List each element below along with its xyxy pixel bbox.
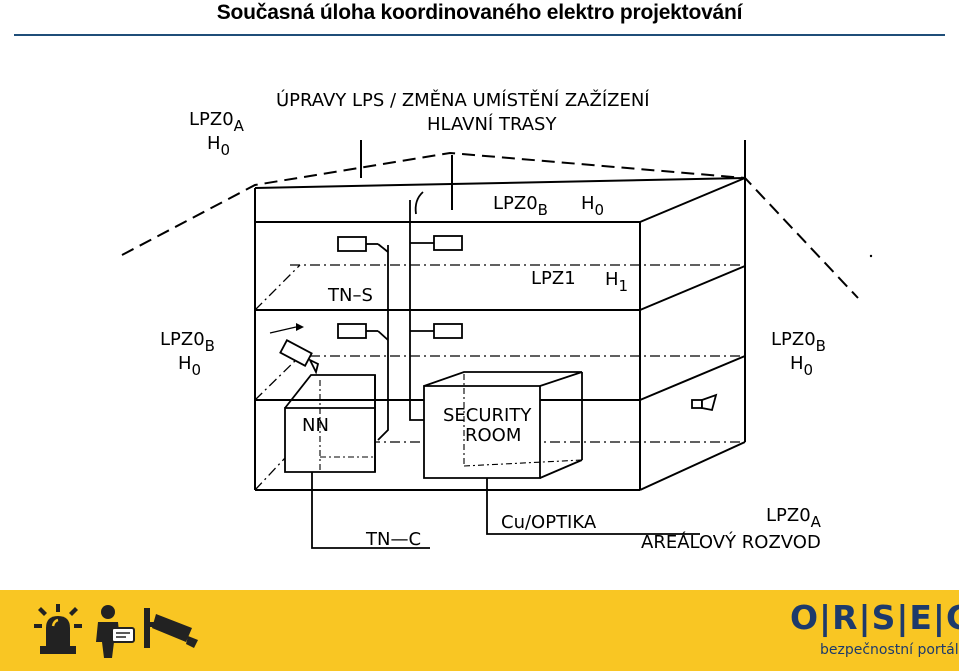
cable-tnc — [311, 472, 430, 549]
riser-cable-left — [377, 245, 389, 441]
footer-bar: O|R|S|E|C bezpečnostní portál — [0, 590, 959, 671]
device-link — [377, 330, 389, 341]
label-arealovy-rozvod: AREÁLOVÝ ROZVOD — [641, 531, 821, 553]
security-camera-right — [691, 393, 718, 412]
security-room-box — [423, 371, 583, 479]
floor1-right — [639, 265, 746, 311]
device-link — [377, 243, 389, 253]
id-card-person-icon — [96, 605, 135, 658]
siren-icon — [34, 604, 82, 654]
roof-right — [639, 177, 746, 223]
lpz1-line-lower-left — [254, 355, 301, 401]
ground-right — [639, 441, 746, 491]
label-header-line2: HLAVNÍ TRASY — [427, 113, 557, 135]
nn-cabinet — [284, 374, 376, 473]
security-camera-icon — [144, 608, 198, 648]
roof-back — [254, 177, 746, 189]
security-camera-left — [269, 323, 320, 375]
label-lpz0b-right: LPZ0B — [771, 329, 826, 355]
building-protection-diagram: LPZ0A H0 ÚPRAVY LPS / ZMĚNA UMÍSTĚNÍ ZAŽ… — [121, 89, 873, 553]
riser-cable-curve — [414, 191, 424, 215]
label-tns: TN–S — [327, 285, 373, 306]
brand-tagline: bezpečnostní portál — [820, 642, 959, 658]
label-h0-left: H0 — [178, 353, 201, 379]
device-box-floor2-left — [337, 323, 367, 339]
label-cu-optika: Cu/OPTIKA — [501, 512, 597, 533]
stray-dot — [869, 254, 873, 258]
device-box-floor3-right — [433, 235, 463, 251]
lps-boundary-left — [121, 151, 859, 299]
security-zone-line — [463, 459, 583, 467]
brand-name: O|R|S|E|C — [790, 598, 959, 637]
label-h0-right: H0 — [790, 353, 813, 379]
label-nn: NN — [302, 415, 329, 436]
label-h1: H1 — [605, 269, 628, 295]
cable-cu-optika — [486, 478, 700, 535]
label-security: SECURITY — [443, 405, 532, 426]
orsec-logo: O|R|S|E|C bezpečnostní portál — [790, 598, 959, 668]
page-title: Současná úloha koordinovaného elektro pr… — [216, 1, 743, 24]
label-h0-top: H0 — [207, 133, 230, 159]
label-tnc: TN—C — [365, 529, 421, 550]
device-box-floor3-left — [337, 236, 367, 252]
label-header-line1: ÚPRAVY LPS / ZMĚNA UMÍSTĚNÍ ZAŽÍZENÍ — [276, 89, 650, 111]
lpz1-line-upper-left — [254, 264, 301, 311]
label-room: ROOM — [465, 425, 521, 446]
label-lpz0b-left: LPZ0B — [160, 329, 215, 355]
label-h0-roof: H0 — [581, 193, 604, 219]
label-lpz1: LPZ1 — [531, 268, 576, 289]
title-divider — [14, 34, 945, 36]
floor2-right — [639, 355, 746, 401]
label-lpz0a-top: LPZ0A — [189, 109, 245, 135]
label-lpz0b-roof: LPZ0B — [493, 193, 548, 219]
device-box-floor2-right — [433, 323, 463, 339]
label-lpz0a-bottom: LPZ0A — [766, 505, 822, 531]
